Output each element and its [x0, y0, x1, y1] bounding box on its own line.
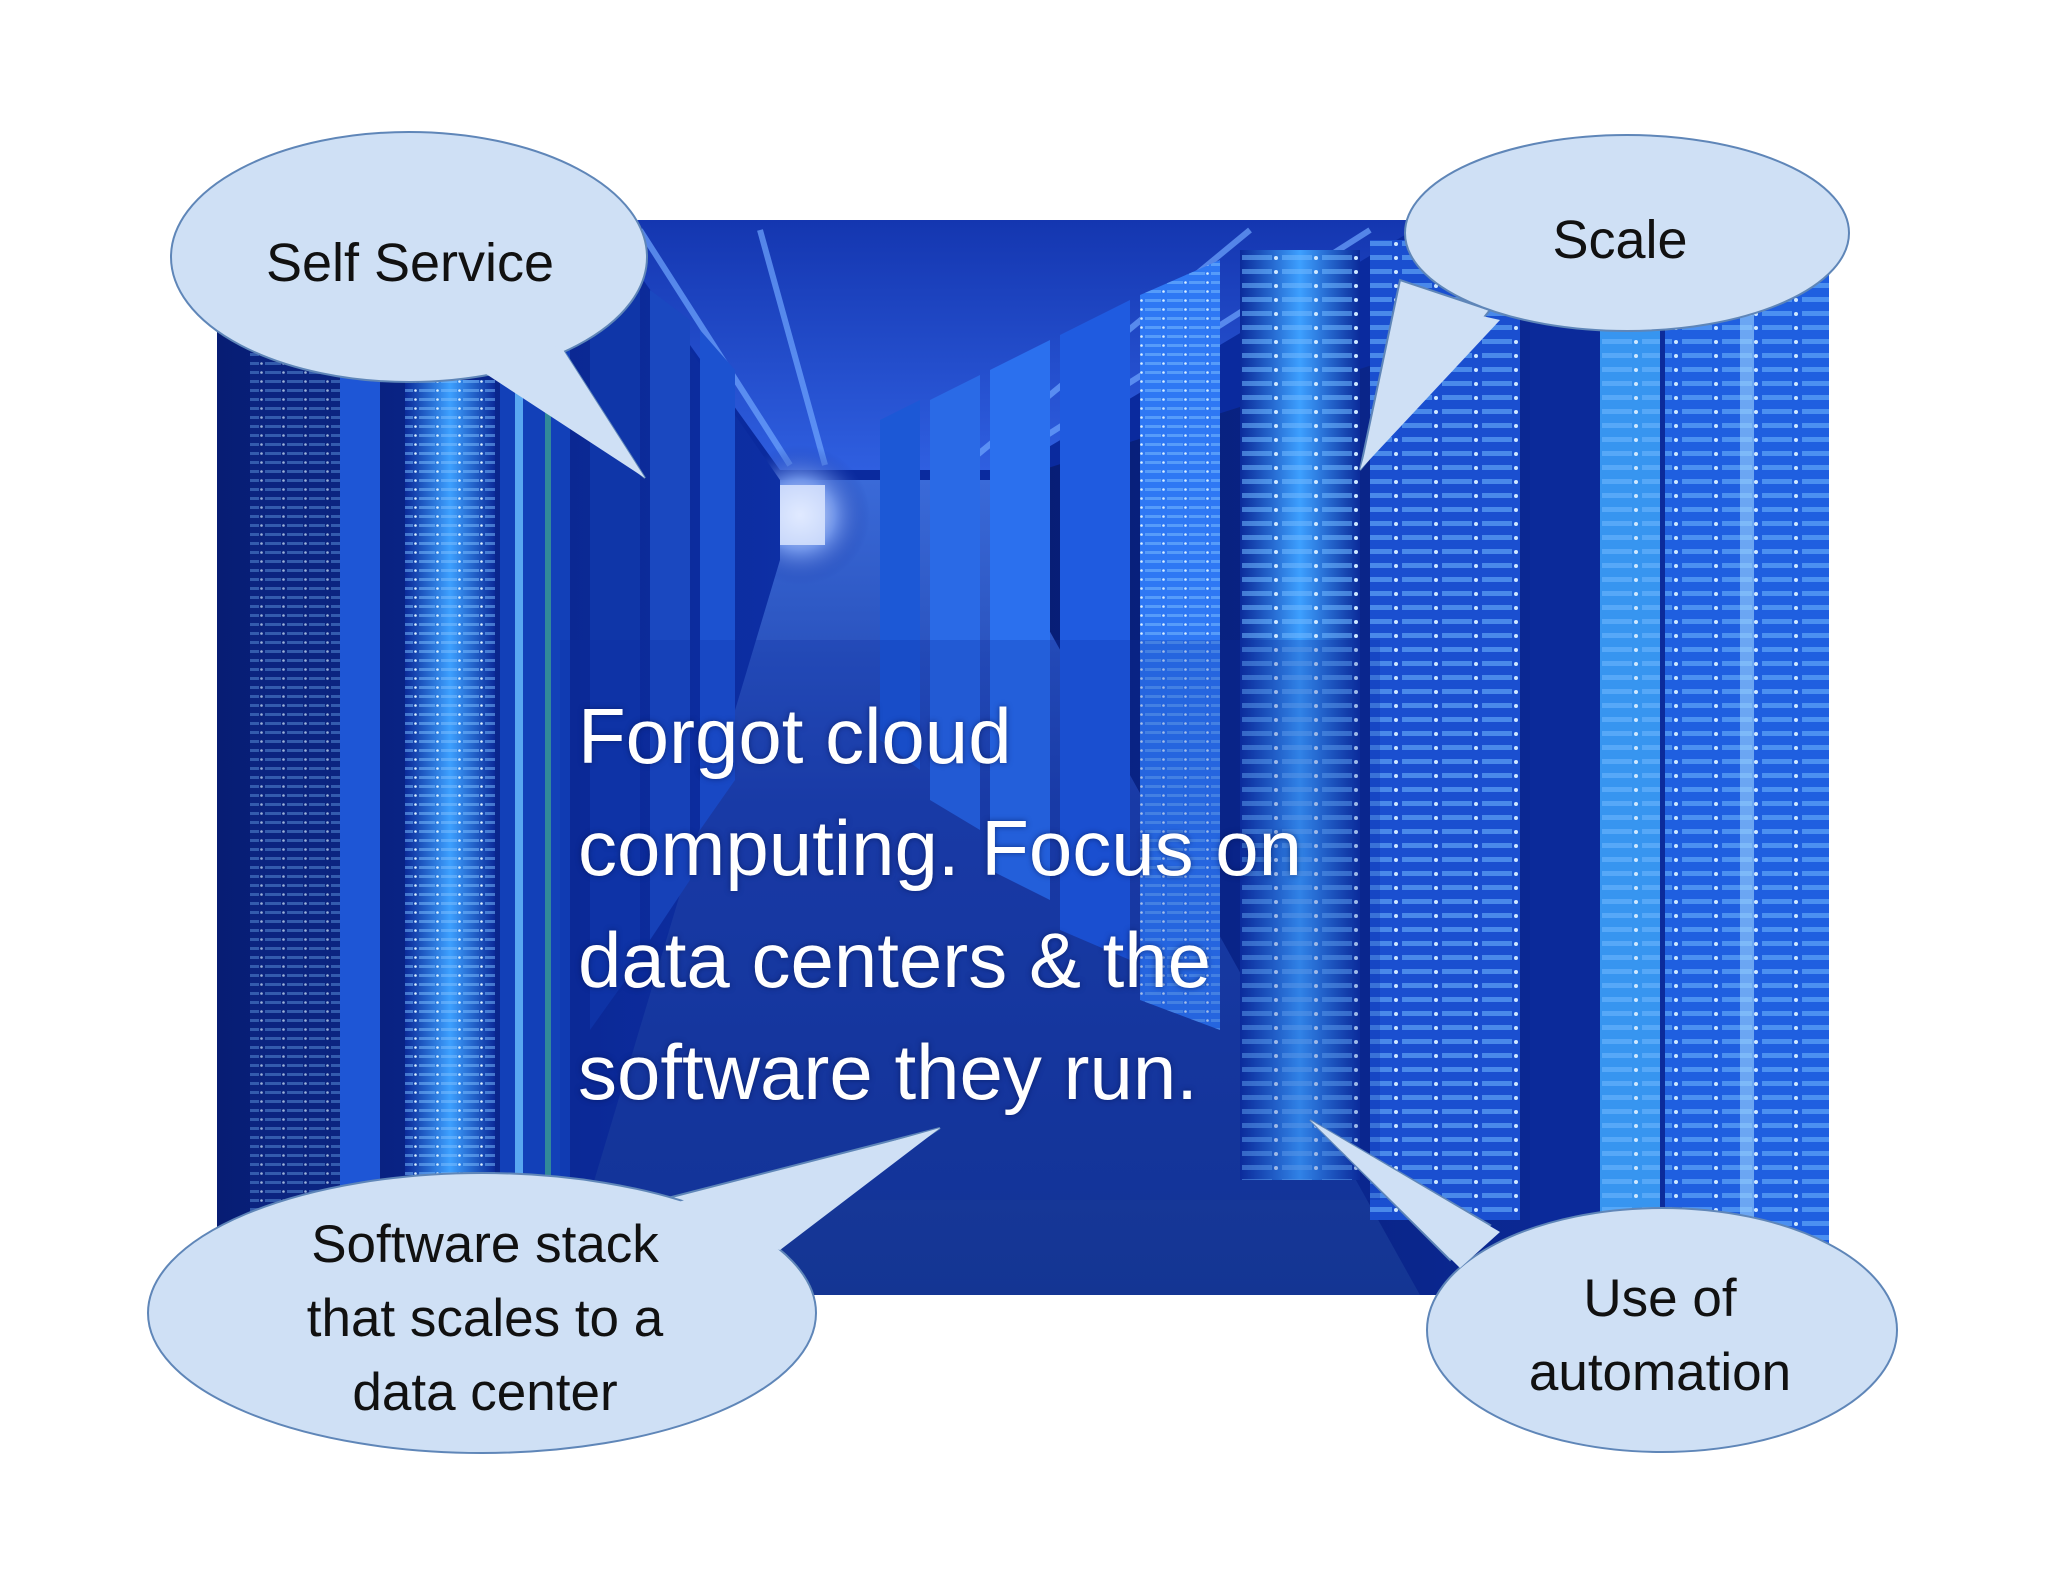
callout-scale — [1359, 134, 1850, 471]
main-message-line: software they run. — [578, 1028, 1198, 1116]
callout-software-stack — [147, 1127, 941, 1454]
callout-automation-label: Use of automation — [1460, 1262, 1860, 1410]
callout-line: Scale — [1552, 210, 1688, 270]
callout-line: that scales to a — [306, 1289, 664, 1348]
main-message-line: Forgot cloud — [578, 692, 1012, 780]
callout-scale-label: Scale — [1470, 205, 1770, 275]
callout-line: Use of — [1583, 1269, 1737, 1328]
callout-line: Self Service — [265, 233, 555, 293]
main-message-line: data centers & the — [578, 916, 1212, 1004]
callout-line: automation — [1528, 1343, 1792, 1402]
callout-automation — [1309, 1119, 1898, 1453]
callout-line: data center — [352, 1363, 618, 1422]
callout-self-service-label: Self Service — [220, 228, 600, 298]
callout-line: Software stack — [311, 1215, 659, 1274]
main-message-line: computing. Focus on — [578, 804, 1303, 892]
main-message: Forgot cloud computing. Focus on data ce… — [578, 680, 1438, 1128]
callout-self-service — [170, 131, 648, 479]
callout-software-stack-label: Software stack that scales to a data cen… — [225, 1208, 745, 1430]
